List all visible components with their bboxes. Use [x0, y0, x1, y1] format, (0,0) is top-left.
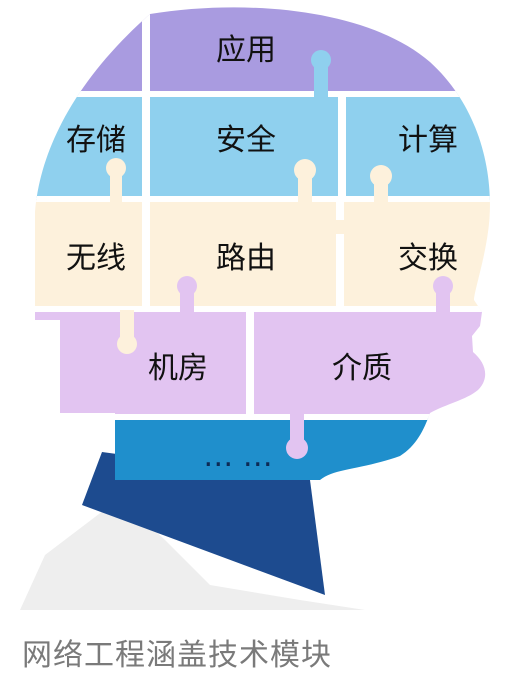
label-switching: 交换 [398, 241, 458, 276]
label-wireless: 无线 [66, 241, 126, 276]
collar-shape [82, 452, 325, 595]
label-storage: 存储 [66, 123, 126, 158]
label-routing: 路由 [216, 241, 276, 276]
puzzle-connectors [106, 50, 453, 459]
shirt-shape [20, 498, 365, 610]
module-tile-switching [338, 200, 490, 310]
label-app: 应用 [216, 33, 276, 68]
label-compute: 计算 [398, 123, 458, 158]
label-security: 安全 [216, 123, 276, 158]
module-tile-datacenter [35, 310, 248, 418]
label-media: 介质 [332, 351, 392, 386]
module-tile-media [248, 310, 490, 418]
module-tile-wireless [35, 200, 146, 310]
module-tile-compute [338, 92, 490, 200]
label-more: … … [203, 439, 273, 474]
figure-caption: 网络工程涵盖技术模块 [22, 638, 332, 673]
label-datacenter: 机房 [148, 351, 208, 386]
module-tile-routing [146, 200, 338, 310]
